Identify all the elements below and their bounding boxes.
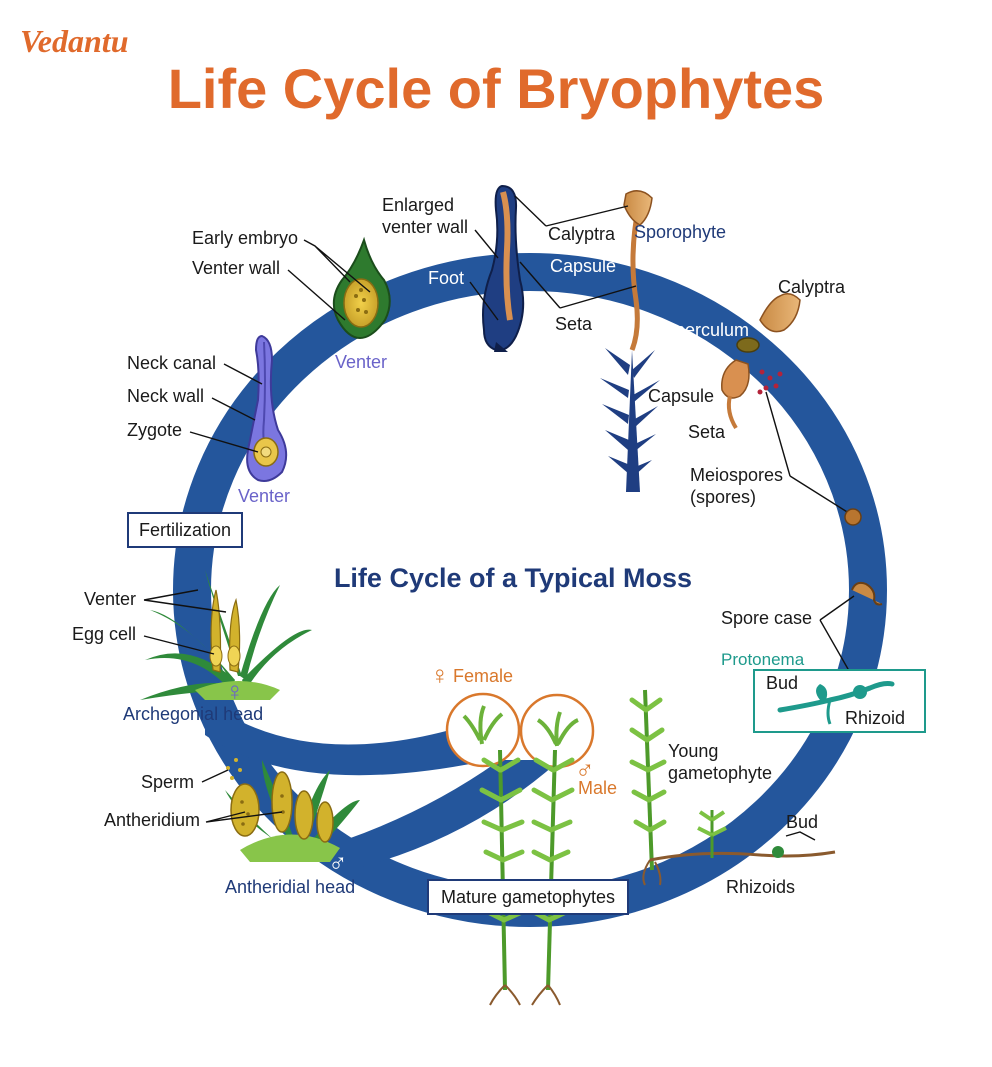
- label-enlarged-1: Enlarged: [382, 195, 454, 215]
- label-archegonial-head: Archegonial head: [123, 704, 263, 724]
- archegonium-illustration: [246, 334, 288, 482]
- antheridial-head-illustration: [225, 758, 360, 862]
- male-gametophyte-circle: [519, 693, 595, 769]
- label-fertilization: Fertilization: [139, 520, 231, 540]
- female-symbol: ♀: [430, 660, 450, 690]
- label-female: Female: [453, 666, 513, 686]
- fertilization-box: Fertilization: [127, 512, 243, 548]
- label-bud-right: Bud: [786, 812, 818, 832]
- label-enlarged-2: venter wall: [382, 217, 468, 237]
- label-mature: Mature gametophytes: [441, 887, 615, 907]
- label-rhizoid: Rhizoid: [845, 708, 905, 728]
- label-young-1: Young: [668, 741, 718, 761]
- protonema-box: [753, 669, 926, 733]
- label-spore-case: Spore case: [721, 608, 812, 628]
- label-protonema: Protonema: [721, 650, 805, 669]
- label-bud-protonema: Bud: [766, 673, 798, 693]
- label-sporophyte: Sporophyte: [634, 222, 726, 242]
- label-venter-arch: Venter: [84, 589, 136, 609]
- label-neck-wall: Neck wall: [127, 386, 204, 406]
- label-operculum: Operculum: [661, 320, 749, 340]
- venter-embryo-illustration: [332, 236, 391, 340]
- center-title: Life Cycle of a Typical Moss: [334, 563, 692, 593]
- mature-gametophytes-box: Mature gametophytes: [427, 879, 629, 915]
- female-symbol-left: ♀: [225, 676, 245, 706]
- label-spores: (spores): [690, 487, 756, 507]
- label-antheridial-head: Antheridial head: [225, 877, 355, 897]
- label-young-2: gametophyte: [668, 763, 772, 783]
- label-antheridium: Antheridium: [104, 810, 200, 830]
- label-capsule-top: Capsule: [550, 256, 616, 276]
- label-egg-cell: Egg cell: [72, 624, 136, 644]
- spore-dot: [844, 508, 862, 526]
- female-gametophyte-circle: [445, 692, 521, 768]
- spore-case-illustration: [851, 581, 883, 606]
- capsule-operculum-illustration: [721, 293, 801, 430]
- label-seta-top: Seta: [555, 314, 593, 334]
- label-sperm: Sperm: [141, 772, 194, 792]
- sporophyte-illustration: [600, 190, 660, 492]
- label-venter-top: Venter: [335, 352, 387, 372]
- young-gametophyte-illustration: [629, 689, 836, 886]
- label-zygote: Zygote: [127, 420, 182, 440]
- label-rhizoids: Rhizoids: [726, 877, 795, 897]
- label-seta-right: Seta: [688, 422, 726, 442]
- enlarged-venter-illustration: [482, 184, 525, 352]
- page-title: Life Cycle of Bryophytes: [168, 57, 825, 120]
- label-neck-canal: Neck canal: [127, 353, 216, 373]
- label-venter-left: Venter: [238, 486, 290, 506]
- male-symbol: ♂: [575, 755, 595, 785]
- label-capsule-right: Capsule: [648, 386, 714, 406]
- label-early-embryo: Early embryo: [192, 228, 298, 248]
- label-calyptra-top: Calyptra: [548, 224, 616, 244]
- label-calyptra-right: Calyptra: [778, 277, 846, 297]
- label-male: Male: [578, 778, 617, 798]
- label-meiospores: Meiospores: [690, 465, 783, 485]
- label-venter-wall: Venter wall: [192, 258, 280, 278]
- male-symbol-left: ♂: [328, 848, 348, 878]
- label-foot: Foot: [428, 268, 464, 288]
- vedantu-logo: Vedantu: [20, 23, 128, 59]
